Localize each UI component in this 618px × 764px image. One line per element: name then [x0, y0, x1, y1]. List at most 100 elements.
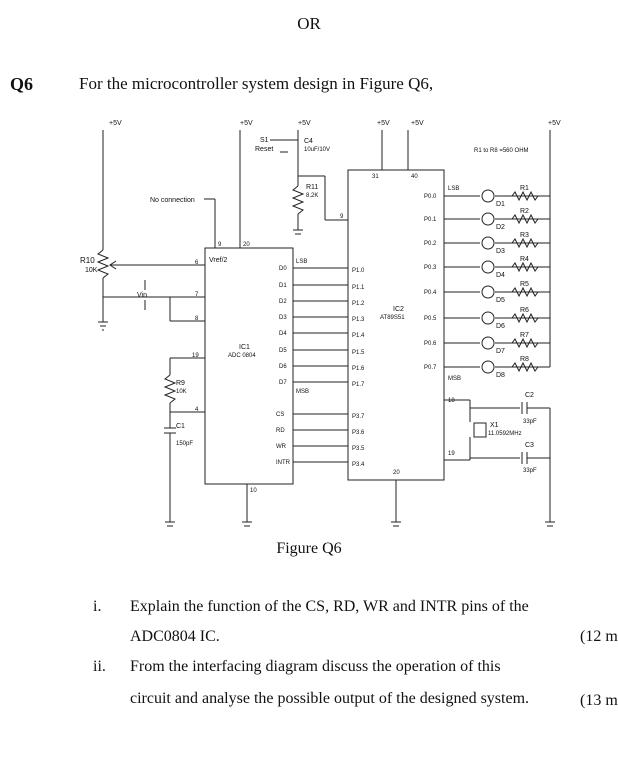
mcu-p3-pin: P3.4 [352, 462, 365, 468]
mcu-pin: 20 [393, 470, 400, 476]
c3-value: 33pF [523, 468, 537, 474]
mcu-p1-pin: P1.1 [352, 285, 365, 291]
r9-label: R9 [176, 380, 185, 387]
part-ii-marks: (13 m [580, 692, 618, 709]
c4-value: 10uF/10V [304, 147, 330, 153]
resistor-label: R7 [520, 332, 529, 339]
led-label: D1 [496, 201, 505, 208]
adc-ctrl-pin: INTR [276, 460, 291, 466]
mcu-p0-pin: P0.0 [424, 194, 437, 200]
lsb-label: LSB [296, 259, 307, 265]
adc-pin: 10 [250, 488, 257, 494]
mcu-p3-pin: P3.6 [352, 430, 365, 436]
adc-pin: 6 [195, 260, 199, 266]
vcc-label: +5V [109, 120, 122, 127]
mcu-pin: 18 [448, 398, 455, 404]
mcu-p0-pin: P0.5 [424, 316, 437, 322]
msb-label: MSB [296, 389, 309, 395]
adc-data-pin: D4 [279, 331, 287, 337]
reset-label: Reset [255, 146, 273, 153]
c1-label: C1 [176, 423, 185, 430]
mcu-p1-pin: P1.3 [352, 317, 365, 323]
c3-label: C3 [525, 442, 534, 449]
mcu-p0-pin: P0.2 [424, 241, 437, 247]
vcc-label: +5V [548, 120, 561, 127]
mcu-p3-pin: P3.5 [352, 446, 365, 452]
adc-pin: 8 [195, 316, 199, 322]
mcu-p0-pin: P0.1 [424, 217, 437, 223]
part-i-line1: Explain the function of the CS, RD, WR a… [130, 598, 529, 615]
adc-data-pin: D7 [279, 380, 287, 386]
part-i-number: i. [93, 598, 102, 615]
adc-pin: 7 [195, 292, 199, 298]
mcu-p0-pin: P0.3 [424, 265, 437, 271]
figure-caption: Figure Q6 [276, 540, 342, 557]
vcc-label: +5V [377, 120, 390, 127]
mcu-p1-pin: P1.7 [352, 382, 365, 388]
c2-value: 33pF [523, 419, 537, 425]
r11-label: R11 [306, 184, 318, 191]
adc-ctrl-pin: CS [276, 412, 284, 418]
mcu-p0-pin: P0.6 [424, 341, 437, 347]
or-separator: OR [297, 14, 321, 33]
led-label: D8 [496, 372, 505, 379]
resistor-label: R3 [520, 232, 529, 239]
adc-ctrl-pin: WR [276, 444, 287, 450]
mcu-pin: 31 [372, 174, 379, 180]
part-i-line2: ADC0804 IC. [130, 628, 220, 645]
msb-label: MSB [448, 376, 461, 382]
ic2-name: AT89S51 [380, 315, 405, 321]
vin-label: Vin [137, 292, 147, 299]
mcu-p1-pin: P1.4 [352, 333, 365, 339]
adc-pin: 4 [195, 407, 199, 413]
part-ii-line1: From the interfacing diagram discuss the… [130, 658, 501, 675]
c2-label: C2 [525, 392, 534, 399]
adc-data-pin: D5 [279, 348, 287, 354]
r11-value: 8.2K [306, 193, 318, 199]
led-label: D7 [496, 348, 505, 355]
question-prompt: For the microcontroller system design in… [79, 74, 434, 93]
resistor-label: R8 [520, 356, 529, 363]
vref-label: Vref/2 [209, 257, 228, 264]
r9-value: 10K [176, 389, 187, 395]
resistor-label: R2 [520, 208, 529, 215]
lsb-label: LSB [448, 186, 459, 192]
part-ii-number: ii. [93, 658, 106, 675]
mcu-p3-pin: P3.7 [352, 414, 365, 420]
led-label: D5 [496, 297, 505, 304]
mcu-p1-pin: P1.5 [352, 350, 365, 356]
mcu-p0-pin: P0.4 [424, 290, 437, 296]
mcu-p1-pin: P1.0 [352, 268, 365, 274]
circuit-diagram: +5V +5V +5V +5V +5V +5V R10 10K Vin No c… [80, 120, 561, 527]
c4-label: C4 [304, 138, 313, 145]
mcu-pin: 19 [448, 451, 455, 457]
adc-data-pin: D1 [279, 283, 287, 289]
vcc-label: +5V [411, 120, 424, 127]
adc-pin: 9 [218, 242, 222, 248]
part-ii-line2: circuit and analyse the possible output … [130, 690, 530, 707]
mcu-p1-pin: P1.6 [352, 366, 365, 372]
mcu-p1-pin: P1.2 [352, 301, 365, 307]
led-label: D2 [496, 224, 505, 231]
resistor-label: R6 [520, 307, 529, 314]
adc-pin: 20 [243, 242, 250, 248]
resistor-label: R1 [520, 185, 529, 192]
mcu-pin: 40 [411, 174, 418, 180]
x1-value: 11.0592MHz [488, 431, 522, 437]
r10-label: R10 [80, 256, 95, 265]
r10-value: 10K [85, 267, 98, 274]
adc-data-pin: D3 [279, 315, 287, 321]
no-connection-label: No connection [150, 197, 195, 204]
c1-value: 150pF [176, 441, 193, 447]
x1-label: X1 [490, 422, 499, 429]
ic1-name: ADC 0804 [228, 353, 256, 359]
led-resistor-note: R1 to R8 =560 OHM [474, 148, 529, 154]
mcu-p0-pin: P0.7 [424, 365, 437, 371]
resistor-label: R4 [520, 256, 529, 263]
adc-data-pin: D0 [279, 266, 287, 272]
resistor-label: R5 [520, 281, 529, 288]
led-label: D3 [496, 248, 505, 255]
adc-pin: 19 [192, 353, 199, 359]
adc-data-pin: D6 [279, 364, 287, 370]
ic2-label: IC2 [393, 306, 404, 313]
